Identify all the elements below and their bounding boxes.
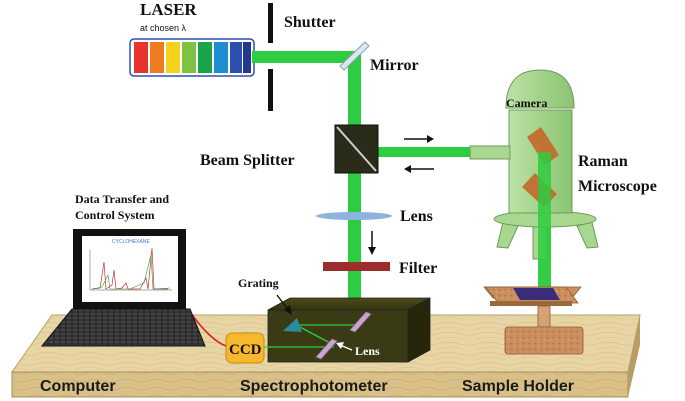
shutter-label: Shutter bbox=[284, 14, 336, 31]
inner-lens-arrow bbox=[336, 342, 353, 351]
table-side bbox=[628, 315, 640, 397]
spectrophotometer-icon bbox=[254, 297, 431, 363]
lens-label: Lens bbox=[400, 208, 433, 225]
lens-icon bbox=[316, 212, 392, 220]
filter-arrow bbox=[368, 231, 376, 255]
microscope-label: Microscope bbox=[578, 178, 657, 195]
beam-splitter-icon bbox=[334, 124, 379, 174]
direction-arrows bbox=[404, 135, 434, 173]
base-label-spectrophotometer: Spectrophotometer bbox=[240, 378, 388, 395]
raman-label: Raman bbox=[578, 153, 628, 170]
control-system-label: Control System bbox=[75, 208, 154, 222]
grating-arrow bbox=[276, 294, 292, 315]
screen-title: CYCLOHEXANE bbox=[112, 239, 150, 245]
ccd-label: CCD bbox=[229, 342, 262, 358]
shutter-icon bbox=[268, 3, 273, 111]
mirror-label: Mirror bbox=[370, 57, 419, 74]
filter-label: Filter bbox=[399, 260, 437, 277]
base-label-sample-holder: Sample Holder bbox=[462, 378, 574, 395]
inner-lens-label: Lens bbox=[355, 344, 380, 358]
filter-icon bbox=[323, 262, 390, 271]
grating-label: Grating bbox=[238, 276, 279, 290]
screen-spectrum bbox=[89, 247, 172, 291]
camera-label: Camera bbox=[506, 96, 547, 110]
data-transfer-label: Data Transfer and bbox=[75, 192, 169, 206]
ccd-icon bbox=[225, 332, 265, 364]
laptop-icon bbox=[40, 229, 206, 347]
sample-holder-icon bbox=[483, 286, 584, 355]
laser-icon bbox=[129, 38, 255, 77]
grating-icon bbox=[283, 318, 302, 332]
beam-splitter-label: Beam Splitter bbox=[200, 152, 295, 169]
laser-sublabel: at chosen λ bbox=[140, 23, 187, 33]
base-label-computer: Computer bbox=[40, 378, 116, 395]
mirror-icon bbox=[339, 41, 370, 71]
laser-label: LASER bbox=[140, 0, 197, 19]
microscope-beam bbox=[538, 152, 551, 297]
